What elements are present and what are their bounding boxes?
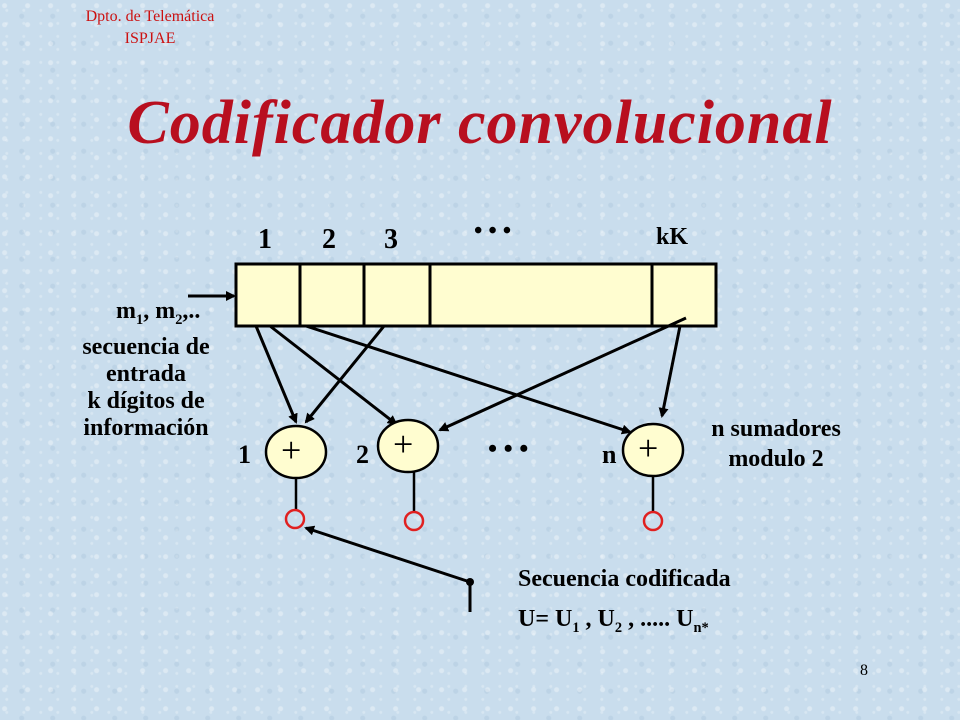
adders-desc-line1: n sumadores	[711, 416, 841, 442]
cell-label-3: 3	[384, 224, 398, 255]
output-desc-line2: U= U1 , U2 , ..... Un*	[518, 606, 709, 636]
adder-ellipsis: • • •	[488, 434, 529, 463]
input-sequence-label: m1, m2,..	[116, 298, 201, 328]
connection-cell2-addern	[305, 324, 632, 435]
commutator	[304, 525, 474, 612]
header-org-line2: ISPJAE	[124, 30, 176, 47]
connection-cell1-adder2	[269, 324, 398, 426]
cell-label-k: kK	[656, 224, 689, 250]
output-terminals	[284, 508, 664, 532]
cell-label-2: 2	[322, 224, 336, 255]
page-number: 8	[860, 662, 868, 679]
connections	[254, 316, 687, 435]
output-terminal-n	[642, 510, 664, 532]
adder-label-1: 1	[238, 440, 251, 469]
header-org-line1: Dpto. de Telemática	[85, 8, 215, 25]
adder-2	[376, 418, 440, 474]
commutator-arm	[304, 525, 471, 584]
adder-label-n: n	[602, 440, 617, 469]
input-desc-line2: entrada	[106, 361, 186, 387]
adders-desc-line2: modulo 2	[728, 446, 824, 472]
output-terminal-1	[284, 508, 306, 530]
cell-label-1: 1	[258, 224, 272, 255]
connection-cell3-adder1	[304, 325, 386, 424]
register-outline	[234, 262, 718, 328]
input-desc-line1: secuencia de	[82, 334, 210, 360]
commutator-pivot	[466, 578, 474, 586]
page-title: Codificador convolucional	[127, 89, 833, 157]
output-stems	[294, 472, 655, 512]
cell-ellipsis: • • •	[474, 218, 512, 244]
adder-2-symbol: +	[393, 424, 414, 464]
adders-description: n sumadores modulo 2	[686, 414, 866, 474]
connection-cell1-adder1	[254, 325, 298, 424]
adder-n-symbol: +	[638, 428, 659, 468]
output-desc-line1: Secuencia codificada	[518, 566, 731, 592]
adder-label-2: 2	[356, 440, 369, 469]
connection-cellk-addern	[658, 325, 682, 418]
input-description: secuencia de entrada k dígitos de inform…	[48, 334, 244, 442]
output-terminal-2	[403, 510, 425, 532]
input-desc-line3: k dígitos de	[87, 388, 205, 414]
connection-cellk-adder2	[438, 316, 687, 432]
input-desc-line4: información	[83, 415, 209, 441]
shift-register	[234, 262, 718, 328]
adder-1-symbol: +	[281, 430, 302, 470]
header-organization: Dpto. de Telemática ISPJAE	[60, 6, 240, 50]
